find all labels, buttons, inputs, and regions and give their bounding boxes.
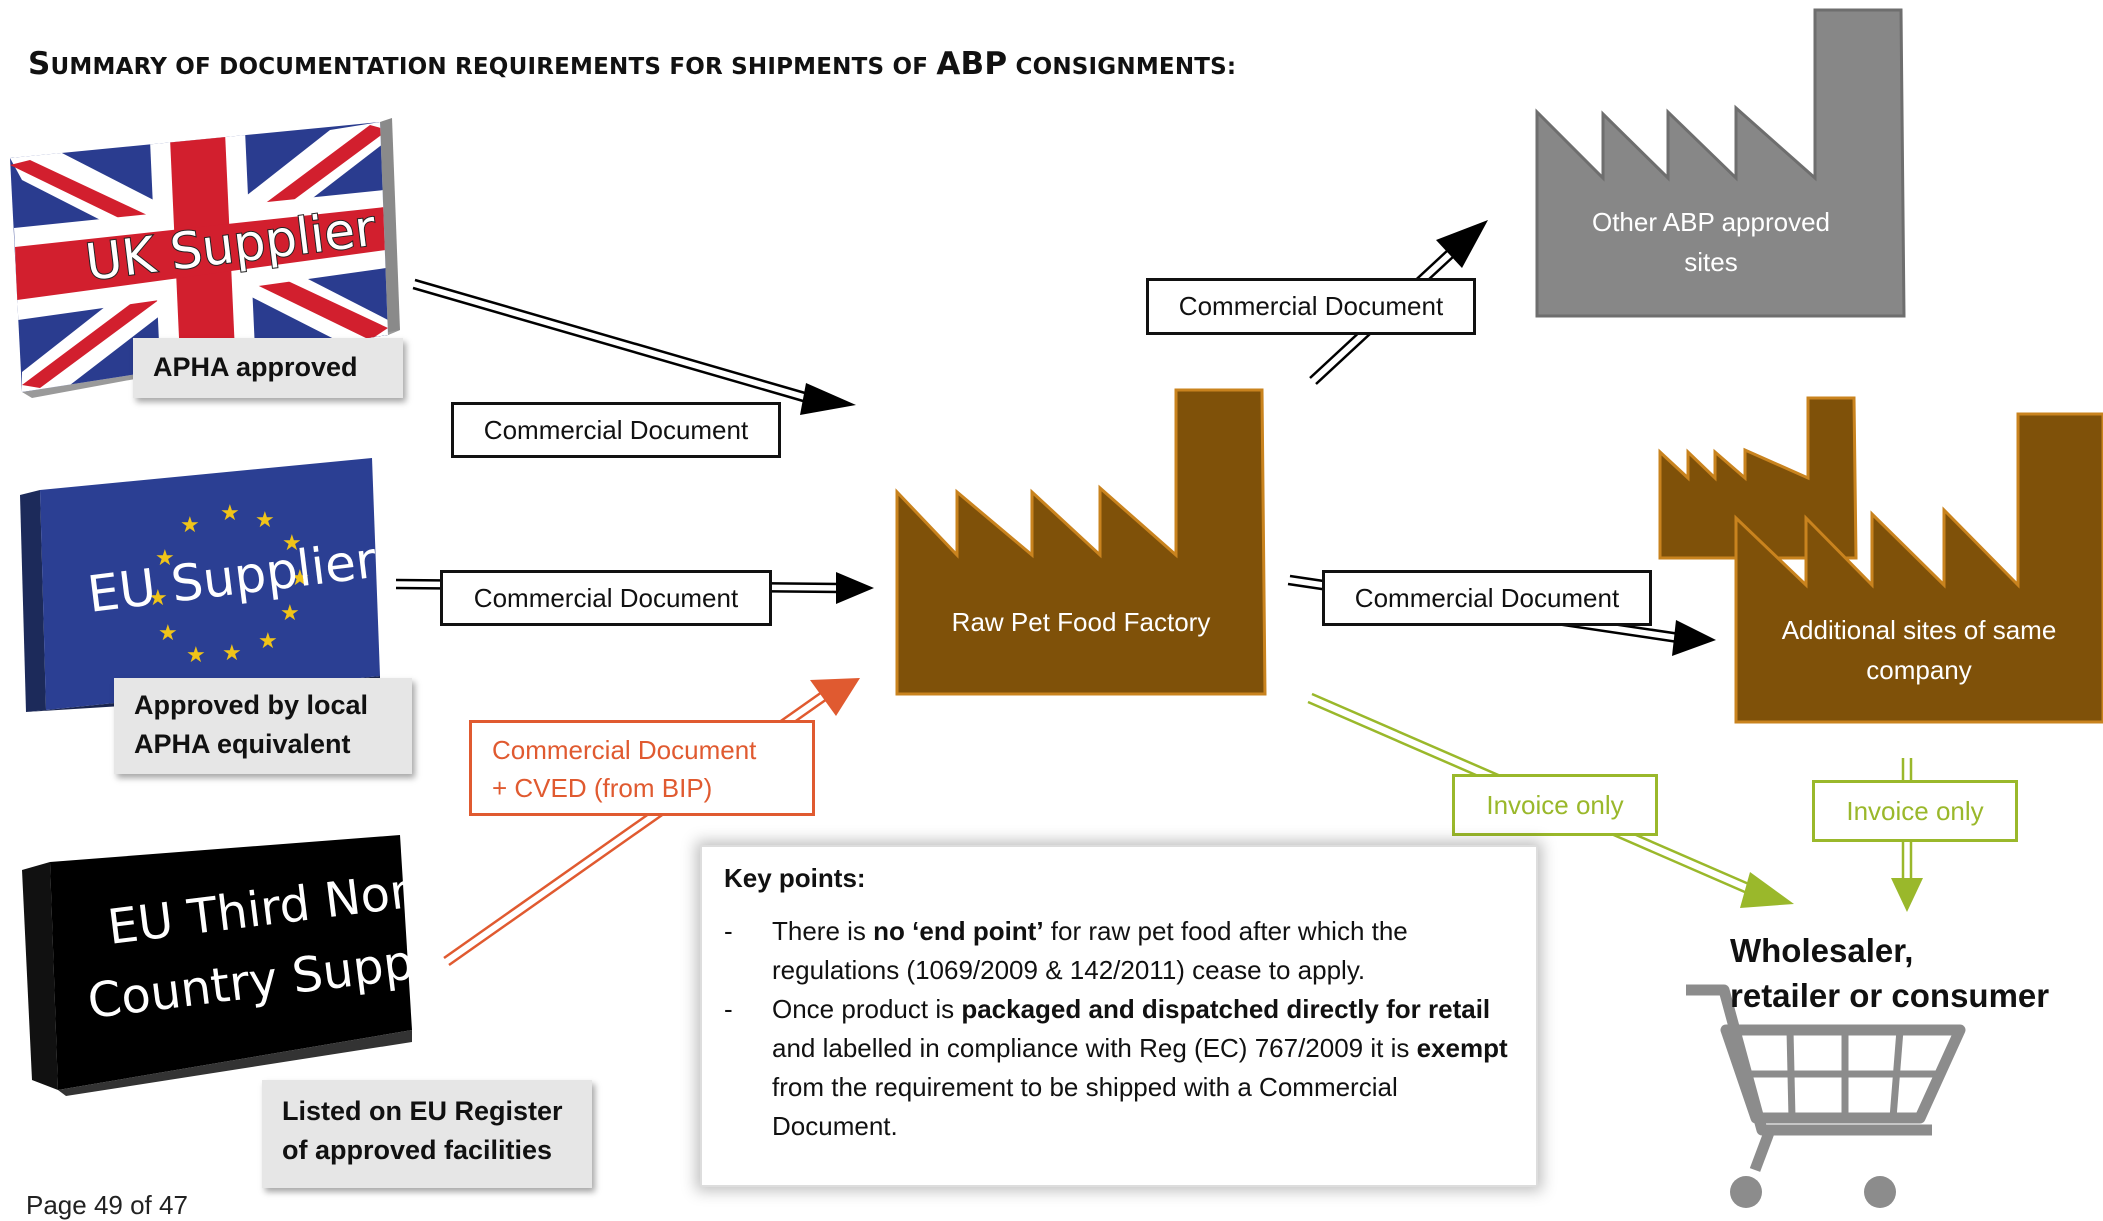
invoice-label-additional: Invoice only <box>1812 780 2018 842</box>
key-point-1: - There is no ‘end point’ for raw pet fo… <box>724 916 1408 985</box>
eu-supplier-plate: ★★★ ★★★ ★★★ ★★★ EU Supplier <box>20 458 380 712</box>
uk-supplier-status: APHA approved <box>133 338 403 398</box>
destination-label: Wholesaler, retailer or consumer <box>1730 928 2049 1018</box>
svg-text:★: ★ <box>180 513 200 538</box>
destination-label-line2: retailer or consumer <box>1730 977 2050 1014</box>
other-sites-label: Other ABP approved sites <box>1540 202 1882 282</box>
shopping-cart-icon <box>1686 984 1966 1208</box>
key-points-title: Key points: <box>724 863 866 893</box>
page-number: Page 49 of 47 <box>26 1190 188 1220</box>
svg-text:★: ★ <box>186 643 206 668</box>
eu-supplier-status-line2: APHA equivalent <box>134 729 351 759</box>
third-country-supplier-plate: EU Third Non- Country Supplier <box>22 835 492 1096</box>
svg-text:★: ★ <box>158 621 178 646</box>
uk-supplier-plate: UK Supplier <box>10 118 400 398</box>
svg-text:★: ★ <box>148 586 168 611</box>
union-flag-icon <box>10 122 388 392</box>
additional-sites-label-line2: company <box>1866 655 1972 685</box>
arrow-uk-to-factory <box>412 278 856 415</box>
svg-text:★: ★ <box>280 601 300 626</box>
additional-sites-label-line1: Additional sites of same <box>1781 615 2057 645</box>
third-supplier-status-line1: Listed on EU Register <box>282 1096 563 1126</box>
other-sites-factory-icon <box>1535 8 1906 318</box>
doc-label-eu: Commercial Document <box>440 570 772 626</box>
key-point-2: - Once product is packaged and dispatche… <box>724 994 1508 1141</box>
additional-site-back-icon <box>1658 396 1858 560</box>
key-points-box: Key points: - There is no ‘end point’ fo… <box>700 845 1538 1187</box>
doc-label-third-line1: Commercial Document <box>492 735 757 765</box>
eu-supplier-status: Approved by local APHA equivalent <box>114 678 412 774</box>
doc-label-third-country: Commercial Document + CVED (from BIP) <box>469 720 815 816</box>
invoice-label-factory: Invoice only <box>1452 774 1658 836</box>
svg-text:★: ★ <box>290 566 310 591</box>
other-sites-label-line2: sites <box>1684 247 1738 277</box>
svg-text:★: ★ <box>220 501 240 526</box>
factory-label: Raw Pet Food Factory <box>951 607 1211 637</box>
additional-sites-label: Additional sites of same company <box>1740 610 2098 690</box>
eu-supplier-status-line1: Approved by local <box>134 690 369 720</box>
page-title: SUMMARY OF DOCUMENTATION REQUIREMENTS FO… <box>28 46 1237 82</box>
svg-text:★: ★ <box>258 629 278 654</box>
svg-text:★: ★ <box>222 641 242 666</box>
destination-label-line1: Wholesaler, <box>1730 932 1914 969</box>
svg-text:★: ★ <box>255 508 275 533</box>
eu-flag-icon: ★★★ ★★★ ★★★ ★★★ <box>148 501 310 668</box>
doc-label-third-line2: + CVED (from BIP) <box>492 773 713 803</box>
doc-label-other-sites: Commercial Document <box>1146 278 1476 335</box>
doc-label-additional-sites: Commercial Document <box>1322 570 1652 626</box>
additional-site-front-icon <box>1734 412 2103 724</box>
third-supplier-status-line2: of approved facilities <box>282 1135 553 1165</box>
svg-text:★: ★ <box>155 546 175 571</box>
svg-text:★: ★ <box>282 531 302 556</box>
factory-icon <box>895 388 1267 696</box>
doc-label-uk: Commercial Document <box>451 402 781 458</box>
other-sites-label-line1: Other ABP approved <box>1591 207 1830 237</box>
third-supplier-status: Listed on EU Register of approved facili… <box>262 1080 592 1188</box>
